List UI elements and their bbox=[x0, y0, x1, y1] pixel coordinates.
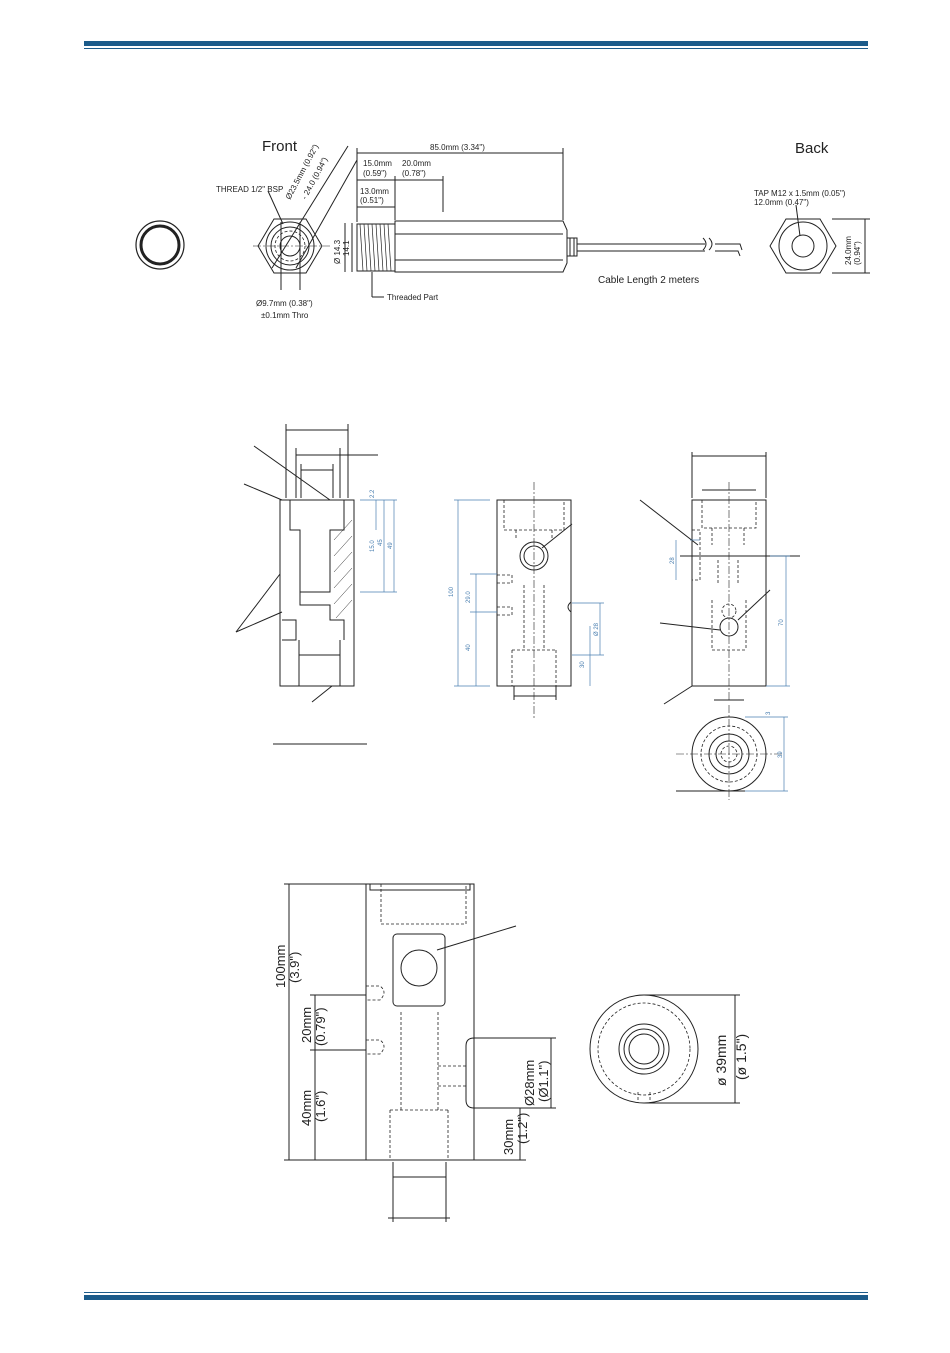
dim-15-0: 15.0 bbox=[370, 540, 376, 552]
dim-28: 28 bbox=[670, 557, 676, 564]
side-view bbox=[344, 148, 743, 298]
h-total-2: (3.9") bbox=[287, 952, 302, 983]
dim-29-0: 29.0 bbox=[466, 591, 472, 603]
dim-30: 30 bbox=[580, 661, 586, 668]
port-h-1: 30mm bbox=[501, 1119, 516, 1155]
body-dia-2: (ø 1.5") bbox=[733, 1034, 749, 1080]
body-dia-1: ø 39mm bbox=[713, 1035, 729, 1086]
dia-thread-2: 14.1 bbox=[342, 240, 351, 256]
len-c-1: 13.0mm bbox=[360, 187, 389, 196]
front-label: Front bbox=[262, 138, 298, 155]
dim-o28: Ø 28 bbox=[594, 622, 600, 636]
tap-label-2: 12.0mm (0.47") bbox=[754, 198, 809, 207]
len-b-2: (0.78") bbox=[402, 169, 426, 178]
bore-label-2: ±0.1mm Thro bbox=[261, 311, 309, 320]
dim-3: 3 bbox=[766, 711, 772, 715]
footer-rule bbox=[84, 1292, 868, 1300]
back-label: Back bbox=[795, 140, 829, 157]
h-low-1: 40mm bbox=[299, 1090, 314, 1126]
bore-label-1: Ø9.7mm (0.38") bbox=[256, 299, 313, 308]
housing-dimension-drawing bbox=[284, 883, 740, 1222]
len-a-1: 15.0mm bbox=[363, 159, 392, 168]
h-mid-1: 20mm bbox=[299, 1007, 314, 1043]
section-view bbox=[235, 424, 397, 745]
dim-49: 49 bbox=[388, 542, 394, 549]
header-rule bbox=[84, 41, 868, 49]
dim-40: 40 bbox=[466, 644, 472, 651]
front-ring bbox=[135, 220, 185, 270]
len-a-2: (0.59") bbox=[363, 169, 387, 178]
threaded-part-label: Threaded Part bbox=[387, 293, 439, 302]
dim-70: 70 bbox=[779, 619, 785, 626]
dim-2-2: 2.2 bbox=[370, 489, 376, 498]
front-elevation bbox=[454, 482, 604, 718]
len-c-2: (0.51") bbox=[360, 196, 384, 205]
dim-45: 45 bbox=[378, 539, 384, 546]
port-h-2: (1.2") bbox=[515, 1113, 530, 1144]
len-total: 85.0mm (3.34") bbox=[430, 143, 485, 152]
h-mid-2: (0.79") bbox=[313, 1007, 328, 1046]
hex-dim-1: 24.0mm bbox=[844, 236, 853, 265]
dia-thread-1: Ø 14.3 bbox=[333, 239, 342, 264]
front-hex-view bbox=[253, 145, 358, 290]
port-dia-1: Ø28mm bbox=[522, 1060, 537, 1106]
thread-label: THREAD 1/2" BSP bbox=[216, 185, 283, 194]
len-b-1: 20.0mm bbox=[402, 159, 431, 168]
tap-label-1: TAP M12 x 1.5mm (0.05") bbox=[754, 189, 846, 198]
back-hex-view bbox=[769, 204, 870, 274]
dim-100: 100 bbox=[449, 586, 455, 597]
h-total-1: 100mm bbox=[273, 945, 288, 988]
cable-length-label: Cable Length 2 meters bbox=[598, 275, 699, 286]
hex-dim-2: (0.94") bbox=[853, 241, 862, 265]
dim-39: 39 bbox=[778, 751, 784, 758]
port-dia-2: (Ø1.1") bbox=[536, 1061, 551, 1102]
housing-detail-drawing: 2.2 15.0 45 49 bbox=[235, 424, 800, 800]
sensor-drawing: Front Back THREAD 1/2" BSP Ø23.5mm (0.92… bbox=[135, 138, 870, 320]
end-view bbox=[676, 705, 788, 800]
side-elevation bbox=[639, 452, 800, 705]
h-low-2: (1.6") bbox=[313, 1091, 328, 1122]
